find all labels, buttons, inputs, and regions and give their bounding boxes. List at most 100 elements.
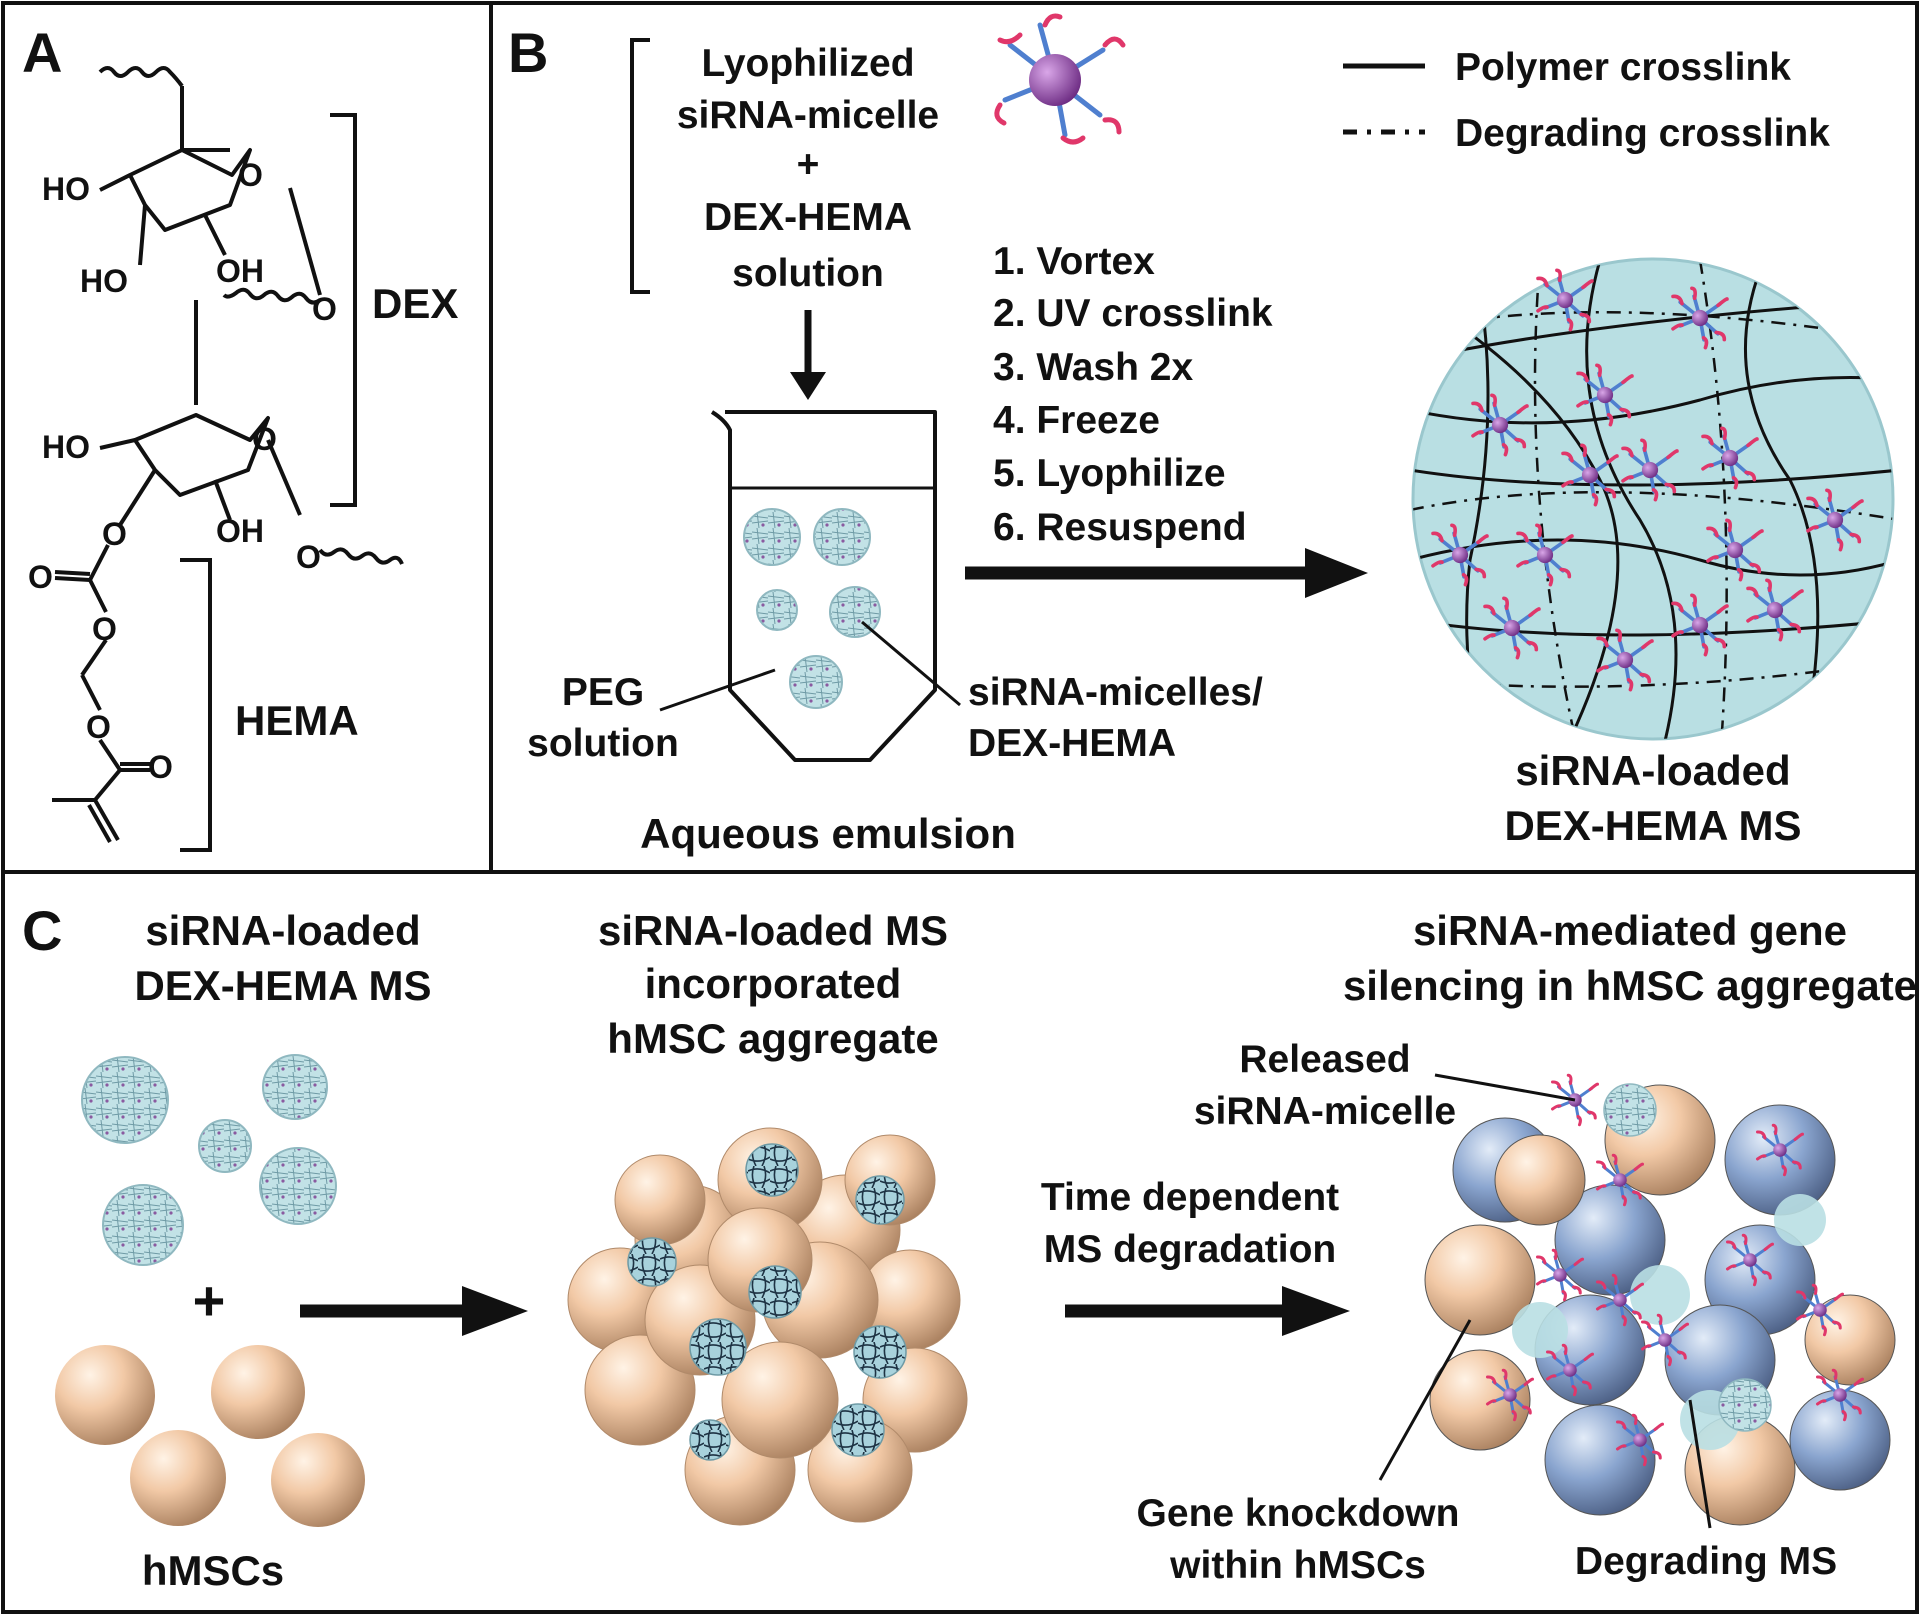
emulsion-droplet [756,589,798,631]
atom-label: O [296,539,321,575]
micelle-label-line: DEX-HEMA [968,722,1176,765]
emulsion-droplet [829,586,881,638]
micelle [1561,443,1619,507]
emulsion-droplet [743,508,801,566]
microsphere [262,1054,328,1120]
micelle [1641,1313,1689,1367]
col1-title-line: DEX-HEMA MS [134,962,431,1009]
micelle [1576,363,1634,427]
col3-title-line: silencing in hMSC aggregate [1343,962,1917,1009]
cell [211,1345,305,1439]
col2-title-line: hMSC aggregate [607,1015,938,1062]
atom-label: HO [42,171,90,207]
mix-line: siRNA-micelle [677,94,939,137]
embedded-microsphere [831,1403,885,1457]
step: 2. UV crosslink [993,292,1273,335]
step: 3. Wash 2x [993,346,1193,389]
emulsion-label: Aqueous emulsion [640,810,1016,857]
atom-label: O [102,516,127,552]
peg-label-line: PEG [562,671,644,714]
degrading-microsphere [1512,1302,1568,1358]
legend-label: Polymer crosslink [1455,46,1791,89]
released-label-line: Released [1239,1038,1410,1081]
micelle [1596,1273,1644,1327]
atom-label: O [148,749,173,785]
process-steps: 1. Vortex 2. UV crosslink 3. Wash 2x 4. … [993,240,1273,549]
panel-c-letter: C [22,899,62,962]
hema-label: HEMA [235,697,359,744]
panel-b-letter: B [508,21,548,84]
microsphere [259,1147,337,1225]
released-label-line: siRNA-micelle [1194,1090,1456,1133]
cell [55,1345,155,1445]
step: 1. Vortex [993,240,1155,283]
mix-line: + [797,143,820,186]
microsphere [81,1056,169,1144]
micelle [1516,523,1574,587]
embedded-microsphere [748,1265,802,1319]
degrading-microsphere [1630,1265,1690,1325]
hema-bracket [180,558,212,852]
plus-sign: + [193,1269,226,1332]
micelle [1671,593,1729,657]
embedded-microsphere [855,1175,905,1225]
col1-title-line: siRNA-loaded [145,907,420,954]
ms-label-line: siRNA-loaded [1515,747,1790,794]
micelle [1536,1248,1584,1302]
atom-label: HO [80,263,128,299]
dextran-structure [52,66,404,843]
micelle-label-line: siRNA-micelles/ [968,671,1263,714]
micelle [1483,596,1541,660]
degrading-label-line: Degrading MS [1575,1540,1837,1583]
micelle [1431,523,1489,587]
free-cells [55,1345,365,1527]
microsphere-closeup [1411,257,1895,741]
down-arrow [790,310,826,400]
col3-title: siRNA-mediated gene silencing in hMSC ag… [1343,907,1917,1009]
cell [271,1433,365,1527]
arrow2-label-line: MS degradation [1044,1228,1337,1271]
micelle [1621,438,1679,502]
knockdown-label-line: Gene knockdown [1137,1492,1460,1535]
released-label: Released siRNA-micelle [1194,1038,1576,1133]
panel-a: A [22,21,458,852]
ms-label: siRNA-loaded DEX-HEMA MS [1504,747,1801,849]
cell [1424,1224,1536,1336]
mix-line: solution [732,252,884,295]
atom-label: OH [216,253,264,289]
released-microsphere [1718,1378,1772,1432]
col2-title: siRNA-loaded MS incorporated hMSC aggreg… [598,907,948,1062]
micelle [1726,1233,1774,1287]
cell [1724,1104,1836,1216]
dex-bracket [330,113,357,507]
step: 6. Resuspend [993,506,1247,549]
legend: Polymer crosslink Degrading crosslink [1343,46,1830,155]
micelle [1806,488,1864,552]
panel-b: B Lyophilized siRNA-micelle + DEX-HEMA s… [508,13,1895,857]
micelle [1596,628,1654,692]
micelle-icon [994,13,1126,145]
degrading-microsphere [1774,1194,1826,1246]
dex-label: DEX [372,280,458,327]
peg-label-line: solution [527,722,679,765]
atom-label: O [86,709,111,745]
embedded-microsphere [689,1318,747,1376]
cell [614,1154,706,1246]
col1-title: siRNA-loaded DEX-HEMA MS [134,907,431,1009]
process-arrow [965,548,1368,598]
emulsion-tube [710,410,937,762]
mix-bracket [630,38,650,294]
cell [130,1430,226,1526]
cells-label: hMSCs [142,1547,284,1594]
micelle [1616,1413,1664,1467]
col2-title-line: siRNA-loaded MS [598,907,948,954]
emulsion-droplet [813,508,871,566]
atom-label: O [252,421,277,457]
released-microsphere [1603,1083,1657,1137]
micelle [1596,1153,1644,1207]
hmsc-aggregate-with-ms [567,1127,968,1526]
atom-label: O [28,559,53,595]
degrading-label: Degrading MS [1575,1399,1837,1583]
arrow-2 [1065,1286,1350,1336]
